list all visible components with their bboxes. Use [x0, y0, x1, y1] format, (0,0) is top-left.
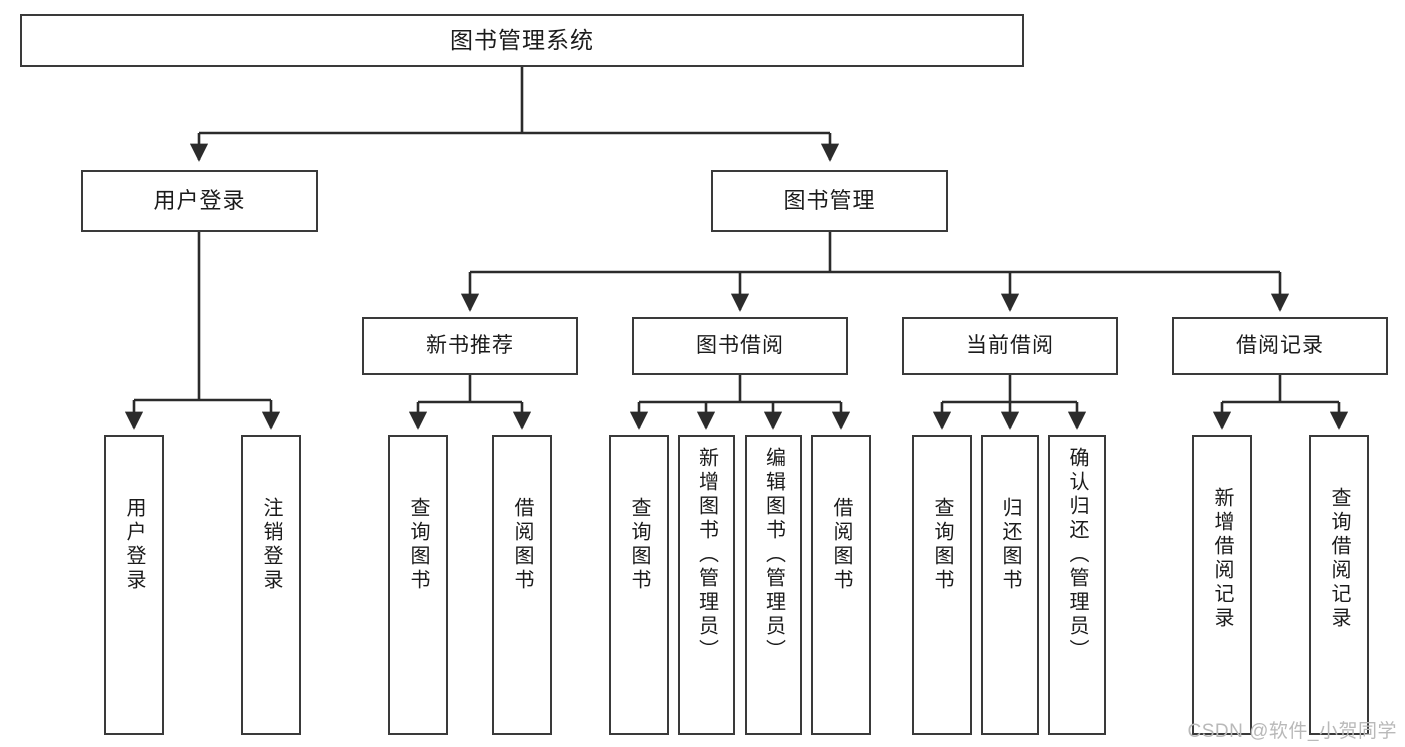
node-label: 当前借阅 — [966, 333, 1054, 357]
watermark-text: CSDN @软件_小贺同学 — [1187, 721, 1397, 742]
leaf-recommend-query-book[interactable]: 查询图书 — [388, 435, 448, 735]
leaf-current-confirm-return-admin[interactable]: 确认归还（管理员） — [1048, 435, 1106, 735]
node-label: 新增图书（管理员） — [695, 447, 718, 663]
node-new-book-recommend[interactable]: 新书推荐 — [362, 317, 578, 375]
leaf-record-add-record[interactable]: 新增借阅记录 — [1192, 435, 1252, 735]
node-book-management[interactable]: 图书管理 — [711, 170, 948, 232]
node-label: 查询图书 — [931, 497, 953, 593]
node-user-login[interactable]: 用户登录 — [81, 170, 318, 232]
leaf-current-return-book[interactable]: 归还图书 — [981, 435, 1039, 735]
node-label: 查询图书 — [407, 497, 429, 593]
leaf-user-login-login[interactable]: 用户登录 — [104, 435, 164, 735]
leaf-record-query-record[interactable]: 查询借阅记录 — [1309, 435, 1369, 735]
node-root-system[interactable]: 图书管理系统 — [20, 14, 1024, 67]
node-label: 确认归还（管理员） — [1066, 447, 1088, 663]
node-label: 借阅图书 — [830, 497, 852, 593]
node-label: 查询借阅记录 — [1328, 487, 1350, 631]
leaf-user-login-logout[interactable]: 注销登录 — [241, 435, 301, 735]
node-label: 图书管理系统 — [450, 27, 594, 54]
leaf-current-query-book[interactable]: 查询图书 — [912, 435, 972, 735]
node-label: 查询图书 — [628, 497, 650, 593]
leaf-borrow-add-book-admin[interactable]: 新增图书（管理员） — [678, 435, 735, 735]
leaf-borrow-query-book[interactable]: 查询图书 — [609, 435, 669, 735]
node-current-borrow[interactable]: 当前借阅 — [902, 317, 1118, 375]
node-label: 编辑图书（管理员） — [762, 447, 785, 663]
node-label: 图书管理 — [783, 188, 876, 214]
node-label: 借阅记录 — [1236, 333, 1324, 357]
node-label: 借阅图书 — [511, 497, 533, 593]
node-label: 新增借阅记录 — [1211, 487, 1233, 631]
node-label: 归还图书 — [999, 497, 1021, 593]
leaf-borrow-borrow-book[interactable]: 借阅图书 — [811, 435, 871, 735]
node-label: 注销登录 — [260, 497, 282, 593]
node-borrow-record[interactable]: 借阅记录 — [1172, 317, 1388, 375]
leaf-recommend-borrow-book[interactable]: 借阅图书 — [492, 435, 552, 735]
node-label: 图书借阅 — [696, 333, 784, 357]
node-book-borrow[interactable]: 图书借阅 — [632, 317, 848, 375]
node-label: 用户登录 — [153, 188, 246, 214]
node-label: 用户登录 — [123, 497, 145, 593]
node-label: 新书推荐 — [426, 333, 514, 357]
leaf-borrow-edit-book-admin[interactable]: 编辑图书（管理员） — [745, 435, 802, 735]
